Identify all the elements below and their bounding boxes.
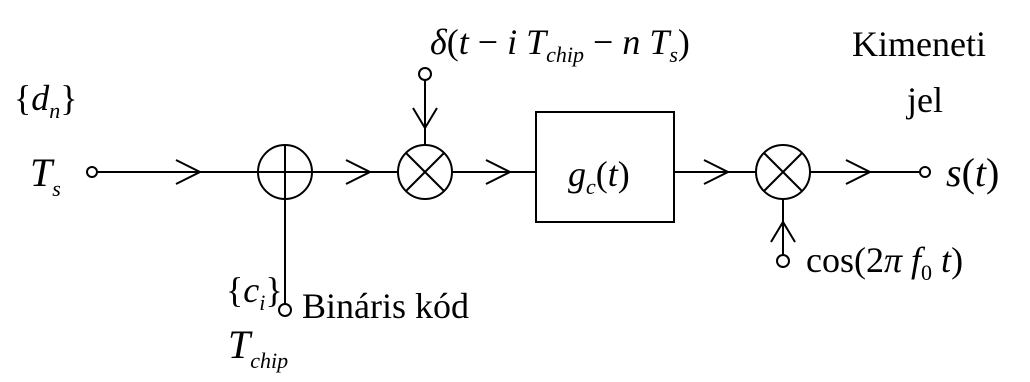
input-symbol: {dn} [14, 78, 78, 123]
input-terminal [86, 166, 98, 178]
carrier-input-terminal [776, 254, 790, 268]
carrier-label: cos(2π f0 t) [806, 240, 963, 285]
multiplier-1-cross-b [405, 152, 445, 192]
multiplier-2-cross-b [763, 152, 803, 192]
impulse-input-terminal [418, 67, 432, 81]
code-symbol: {ci} [226, 270, 283, 315]
output-title-line1: Kimeneti [852, 24, 986, 64]
code-label: Bináris kód [302, 286, 469, 326]
arrow-1 [175, 159, 203, 185]
filter-label: gc(t) [568, 154, 630, 199]
input-period: Ts [30, 150, 61, 201]
impulse-label: δ(t − i Tchip − n Ts) [430, 22, 690, 67]
filter-block [535, 111, 675, 223]
arrow-2 [345, 159, 373, 185]
output-signal: s(t) [946, 150, 999, 195]
arrow-5 [845, 159, 873, 185]
carrier-arrow [770, 220, 796, 243]
arrow-4 [703, 159, 731, 185]
output-title-line2: jel [905, 80, 943, 120]
impulse-arrow [412, 107, 438, 130]
code-input-terminal [278, 303, 292, 317]
arrow-3 [485, 159, 513, 185]
output-terminal [919, 166, 931, 178]
code-period: Tchip [228, 322, 288, 373]
